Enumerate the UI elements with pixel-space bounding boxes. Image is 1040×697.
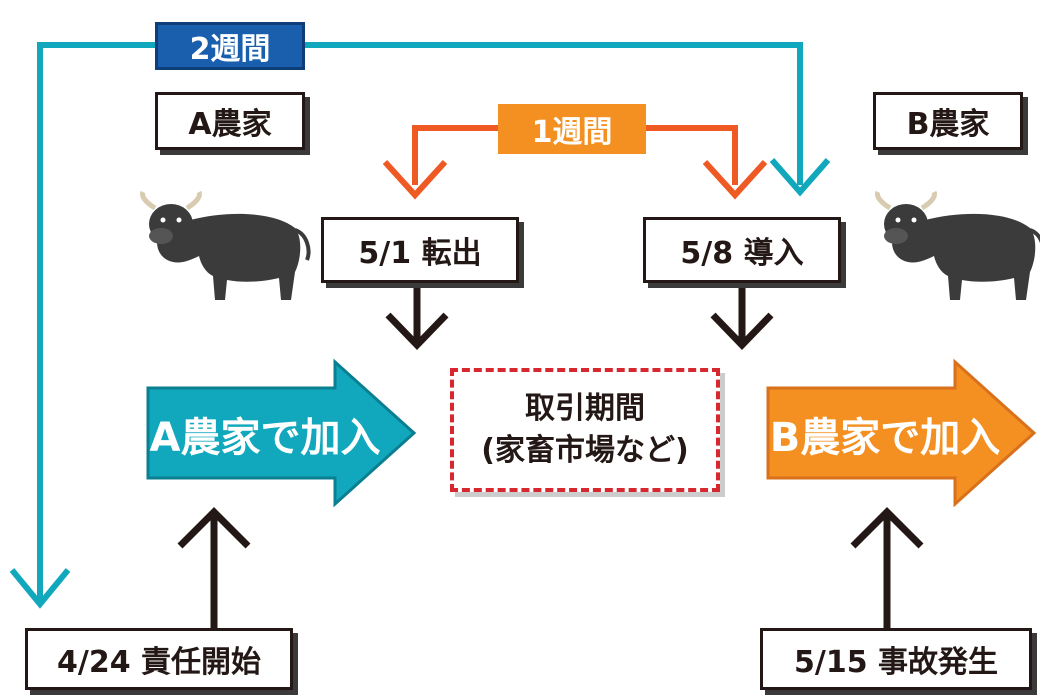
liability-start-event: 4/24 責任開始 [25, 628, 293, 690]
accident-event: 5/15 事故発生 [760, 628, 1032, 690]
farm-b-label: B農家 [873, 92, 1023, 150]
introduction-event: 5/8 導入 [643, 217, 841, 283]
up-arrows [177, 507, 924, 632]
two-week-bracket [9, 42, 831, 609]
farm-a-label: A農家 [155, 92, 305, 150]
transfer-out-event: 5/1 転出 [321, 217, 519, 283]
trade-period-box: 取引期間 (家畜市場など) [450, 368, 720, 492]
trade-period-note: (家畜市場など) [481, 433, 689, 468]
farm-b-enrollment-label: B農家で加入 [769, 415, 1001, 461]
two-week-label: 2週間 [155, 22, 305, 70]
farm-b-enrollment-arrow [766, 358, 1037, 508]
cow-icon-right [875, 190, 1040, 300]
farm-a-enrollment-arrow [146, 358, 417, 508]
trade-period-title: 取引期間 [525, 391, 645, 426]
cow-icon-left [140, 190, 311, 300]
farm-a-enrollment-label: A農家で加入 [149, 415, 381, 461]
one-week-label: 1週間 [498, 104, 646, 154]
down-arrows [385, 285, 774, 351]
